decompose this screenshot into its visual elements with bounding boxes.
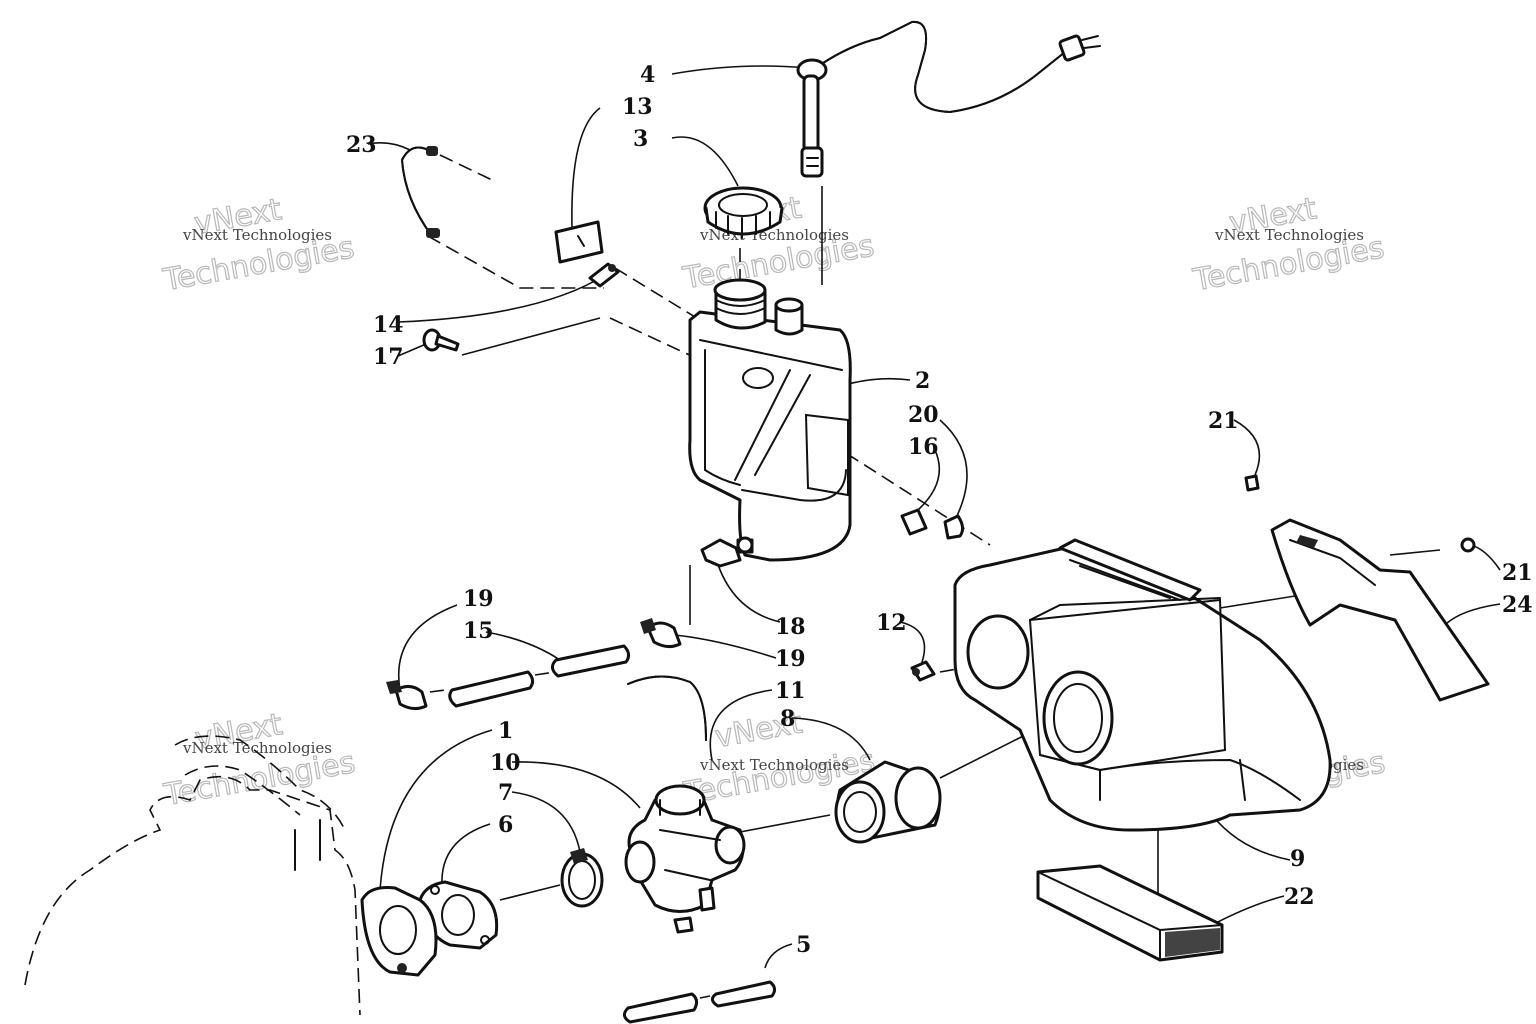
watermark-brand-text: vNext Technologies xyxy=(699,756,849,774)
hose-clamp-left xyxy=(386,680,428,711)
callout-15: 15 xyxy=(463,618,494,644)
watermark-brand-text: vNext Technologies xyxy=(1214,226,1364,244)
screw-right xyxy=(1460,537,1476,553)
intake-boot xyxy=(834,760,942,844)
oil-tank-cap xyxy=(703,186,784,239)
carburetor-clamp xyxy=(560,848,604,908)
outlet-fitting xyxy=(700,536,754,568)
callout-5: 5 xyxy=(796,932,811,958)
callout-24: 24 xyxy=(1502,592,1533,618)
callout-17: 17 xyxy=(373,344,404,370)
callout-23: 23 xyxy=(346,132,377,158)
leader-lines xyxy=(367,65,1501,999)
oil-level-sensor xyxy=(796,20,1101,178)
callout-2: 2 xyxy=(915,368,930,394)
mounting-screw xyxy=(422,328,460,352)
callout-20: 20 xyxy=(908,402,939,428)
callout-1: 1 xyxy=(498,718,513,744)
callout-3: 3 xyxy=(633,126,648,152)
callout-11: 11 xyxy=(775,678,806,704)
callout-21-top: 21 xyxy=(1208,408,1239,434)
callout-16: 16 xyxy=(908,434,939,460)
oil-tank xyxy=(688,278,852,562)
mounting-bracket xyxy=(1270,518,1490,702)
callout-labels: 4 13 3 23 14 17 2 20 16 21 21 24 12 19 1… xyxy=(346,62,1533,958)
callout-10: 10 xyxy=(490,750,521,776)
callout-21-right: 21 xyxy=(1502,560,1533,586)
oil-hose xyxy=(448,644,631,708)
drain-screw xyxy=(910,660,936,682)
carburetor xyxy=(624,784,746,934)
vent-hose xyxy=(400,146,440,238)
engine-outline xyxy=(24,735,361,1016)
callout-7: 7 xyxy=(498,780,513,806)
callout-14: 14 xyxy=(373,312,404,338)
callout-6: 6 xyxy=(498,812,513,838)
callout-8: 8 xyxy=(780,706,795,732)
grommet xyxy=(900,508,928,536)
callout-19-right: 19 xyxy=(775,646,806,672)
foam-pad xyxy=(1036,864,1224,962)
hose-clamp-right xyxy=(640,618,682,649)
screw-top xyxy=(1244,474,1260,492)
callout-12: 12 xyxy=(876,610,907,636)
short-hose xyxy=(623,980,777,1024)
watermark-brand-text: vNext Technologies xyxy=(182,739,332,757)
plug xyxy=(943,514,965,540)
callout-4: 4 xyxy=(640,62,655,88)
decal-label xyxy=(554,220,604,264)
elbow-fitting xyxy=(588,262,620,288)
watermark-brand-text: vNext Technologies xyxy=(182,226,332,244)
impulse-hose xyxy=(627,675,707,741)
callout-22: 22 xyxy=(1284,884,1315,910)
callout-9: 9 xyxy=(1290,846,1305,872)
callout-19-left: 19 xyxy=(463,586,494,612)
callout-13: 13 xyxy=(622,94,653,120)
air-silencer xyxy=(953,538,1332,832)
intake-gasket xyxy=(360,886,438,977)
callout-18: 18 xyxy=(775,614,806,640)
